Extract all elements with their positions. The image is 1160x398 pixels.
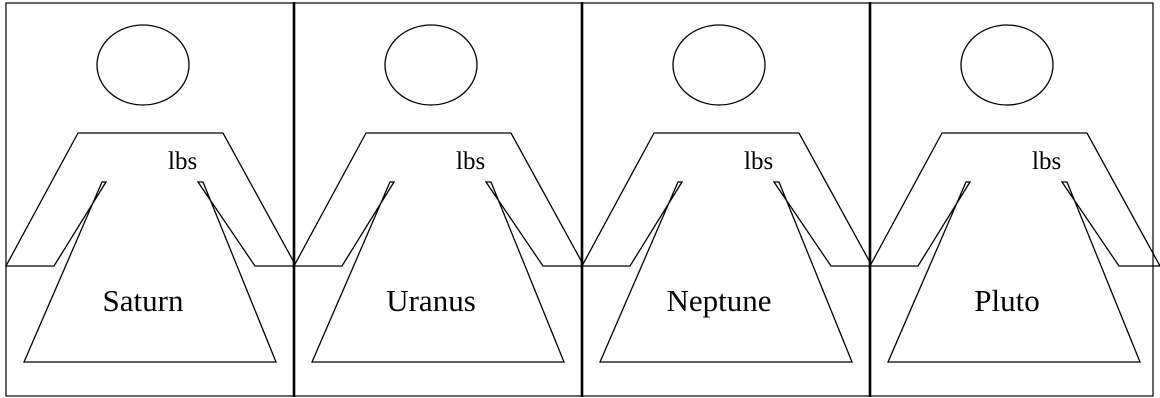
figure-head (384, 24, 478, 106)
figure-body-outline (868, 132, 1160, 363)
weight-unit-label: lbs (168, 148, 197, 175)
figure-head (672, 24, 766, 106)
planet-name-label: Saturn (103, 283, 184, 318)
weight-unit-label: lbs (1032, 148, 1061, 175)
planet-name-label: Pluto (974, 283, 1039, 318)
figure-head (96, 24, 190, 106)
weight-unit-label: lbs (744, 148, 773, 175)
weight-unit-label: lbs (456, 148, 485, 175)
figure-head (960, 24, 1054, 106)
planet-name-label: Uranus (386, 283, 476, 318)
planet-name-label: Neptune (666, 283, 771, 318)
